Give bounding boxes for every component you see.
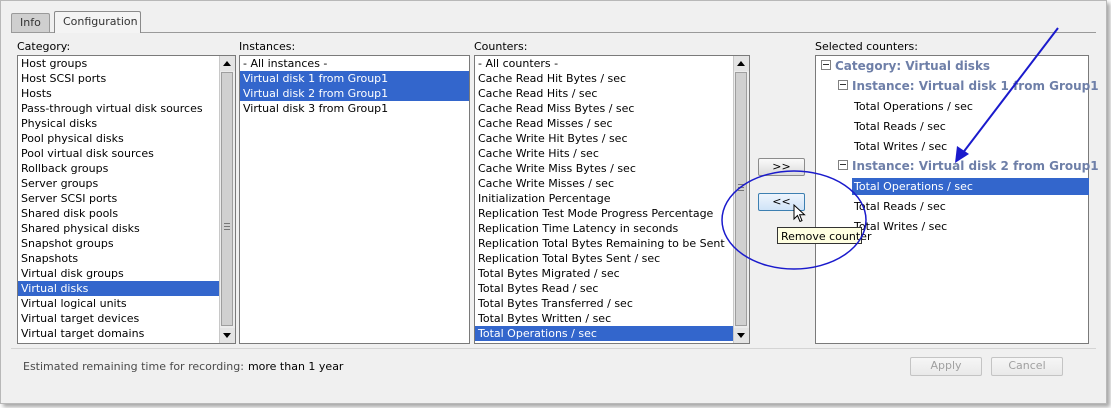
counters-list-item[interactable]: Cache Read Hits / sec — [478, 87, 598, 100]
minus-expander-icon[interactable] — [838, 80, 848, 90]
counters-list-item[interactable]: Cache Read Hit Bytes / sec — [478, 72, 627, 85]
recording-time-status: Estimated remaining time for recording:m… — [23, 360, 343, 373]
counters-list-item[interactable]: Total Bytes Transferred / sec — [478, 297, 633, 310]
tab-pane-border — [11, 32, 1096, 33]
tree-category-node[interactable]: Category: Virtual disks — [821, 59, 990, 73]
counters-list-item[interactable]: Total Bytes Written / sec — [478, 312, 612, 325]
scroll-up-icon[interactable] — [220, 56, 235, 71]
instances-list-item[interactable]: Virtual disk 3 from Group1 — [243, 102, 389, 115]
tree-counter-item[interactable]: Total Reads / sec — [854, 200, 946, 213]
tree-counter-item[interactable]: Total Operations / sec — [854, 100, 973, 113]
counters-list-item[interactable]: - All counters - — [478, 57, 559, 70]
counters-list-item[interactable]: Cache Write Hits / sec — [478, 147, 599, 160]
category-list-item[interactable]: Host groups — [21, 57, 88, 70]
category-list-item[interactable]: Server groups — [21, 177, 99, 190]
tree-counter-item[interactable]: Total Writes / sec — [854, 140, 948, 153]
footer-separator — [11, 348, 1096, 349]
instances-list-item[interactable]: Virtual disk 2 from Group1 — [240, 86, 469, 101]
remove-counter-tooltip: Remove counter — [777, 227, 871, 244]
category-list-item[interactable]: Pass-through virtual disk sources — [21, 102, 203, 115]
mouse-pointer-icon — [793, 203, 806, 223]
minus-expander-icon[interactable] — [838, 160, 848, 170]
category-list-item[interactable]: Virtual target devices — [21, 312, 140, 325]
counters-list-item[interactable]: Cache Write Misses / sec — [478, 177, 614, 190]
counters-list-item[interactable]: Initialization Percentage — [478, 192, 611, 205]
instances-label: Instances: — [239, 40, 296, 53]
category-list-item[interactable]: Shared disk pools — [21, 207, 119, 220]
tree-instance-node[interactable]: Instance: Virtual disk 1 from Group1 — [838, 79, 1099, 93]
counters-scroll-thumb[interactable] — [735, 72, 747, 326]
minus-expander-icon[interactable] — [821, 60, 831, 70]
category-list-item[interactable]: Pool virtual disk sources — [21, 147, 154, 160]
category-list-item[interactable]: Shared physical disks — [21, 222, 140, 235]
counters-list-item[interactable]: Replication Total Bytes Remaining to be … — [478, 237, 725, 250]
category-list-item[interactable]: Physical disks — [21, 117, 98, 130]
tab-info[interactable]: Info — [11, 13, 50, 32]
scroll-down-icon[interactable] — [220, 328, 235, 343]
scroll-up-icon[interactable] — [734, 56, 749, 71]
selected-counters-label: Selected counters: — [815, 40, 918, 53]
category-list-item[interactable]: Hosts — [21, 87, 52, 100]
counters-list-item[interactable]: Cache Write Miss Bytes / sec — [478, 162, 636, 175]
counters-label: Counters: — [474, 40, 528, 53]
counters-list-item[interactable]: Replication Time Latency in seconds — [478, 222, 679, 235]
instances-listbox[interactable]: - All instances -Virtual disk 1 from Gro… — [239, 55, 470, 344]
category-list-item[interactable]: Snapshots — [21, 252, 79, 265]
tree-instance-node[interactable]: Instance: Virtual disk 2 from Group1 — [838, 159, 1099, 173]
category-list-item[interactable]: Snapshot groups — [21, 237, 114, 250]
counters-list-item[interactable]: Total Bytes Read / sec — [478, 282, 599, 295]
category-label: Category: — [17, 40, 71, 53]
counters-list-item[interactable]: Replication Total Bytes Sent / sec — [478, 252, 661, 265]
instances-list-item[interactable]: - All instances - — [243, 57, 328, 70]
counters-list-item[interactable]: Cache Read Misses / sec — [478, 117, 613, 130]
tree-counter-item[interactable]: Total Reads / sec — [854, 120, 946, 133]
tree-counter-item-selected[interactable]: Total Operations / sec — [852, 178, 1089, 195]
category-list-item[interactable]: Pool physical disks — [21, 132, 124, 145]
category-list-item[interactable]: Virtual logical units — [21, 297, 127, 310]
add-counter-button[interactable]: >> — [758, 158, 805, 176]
scroll-down-icon[interactable] — [734, 328, 749, 343]
category-scroll-thumb[interactable] — [221, 72, 233, 326]
counters-list-item[interactable]: Total Bytes Migrated / sec — [478, 267, 620, 280]
counters-list-item[interactable]: Cache Read Miss Bytes / sec — [478, 102, 635, 115]
counters-list-item[interactable]: Cache Write Hit Bytes / sec — [478, 132, 628, 145]
counters-list-item[interactable]: Total Operations / sec — [475, 326, 749, 341]
tab-configuration[interactable]: Configuration — [54, 11, 141, 33]
category-list-item[interactable]: Virtual disks — [18, 281, 235, 296]
category-scrollbar[interactable] — [219, 56, 235, 343]
counters-scrollbar[interactable] — [733, 56, 749, 343]
category-list-item[interactable]: Virtual disk groups — [21, 267, 124, 280]
category-list-item[interactable]: Virtual target domains — [21, 327, 145, 340]
category-list-item[interactable]: Host SCSI ports — [21, 72, 107, 85]
status-key: Estimated remaining time for recording: — [23, 360, 244, 373]
instances-list-item[interactable]: Virtual disk 1 from Group1 — [240, 71, 469, 86]
status-value: more than 1 year — [247, 360, 344, 373]
category-list-item[interactable]: Rollback groups — [21, 162, 109, 175]
apply-button[interactable]: Apply — [910, 357, 982, 376]
cancel-button[interactable]: Cancel — [991, 357, 1063, 376]
selected-counters-tree[interactable]: Category: Virtual disks Instance: Virtua… — [815, 55, 1099, 344]
counters-listbox[interactable]: - All counters - Cache Read Hit Bytes / s… — [474, 55, 750, 344]
category-list-item[interactable]: Server SCSI ports — [21, 192, 118, 205]
counters-list-item[interactable]: Replication Test Mode Progress Percentag… — [478, 207, 714, 220]
tree-counter-item[interactable]: Total Writes / sec — [854, 220, 948, 233]
